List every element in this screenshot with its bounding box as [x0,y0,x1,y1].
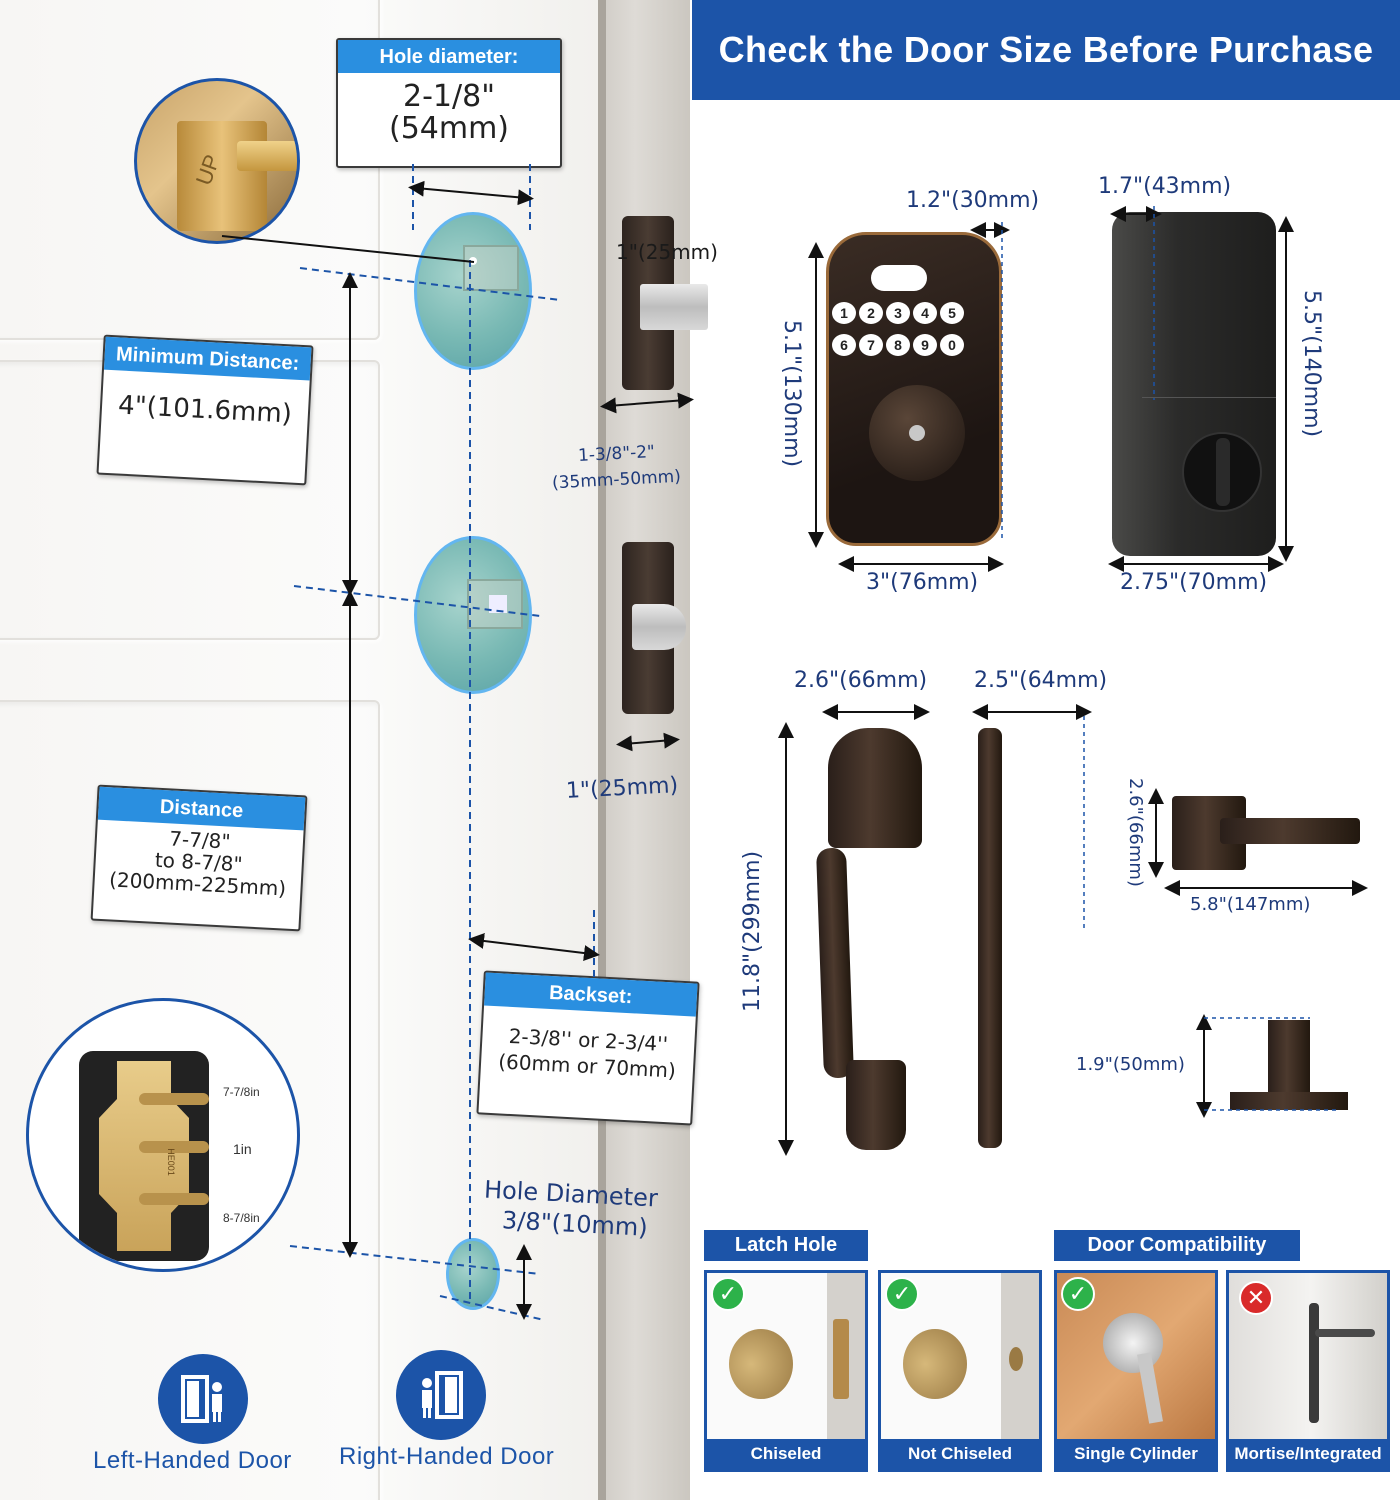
latch-width-label: 1"(25mm) [616,240,718,264]
door-option-single-cylinder: ✓ Single Cylinder [1054,1270,1218,1472]
backset-caption: Backset: [484,972,698,1017]
lever-length-label: 5.8"(147mm) [1190,894,1311,915]
latch-hole-tab: Latch Hole [704,1230,868,1261]
left-handed-door-icon [158,1354,248,1444]
handleset-front-width-label: 2.6"(66mm) [794,668,928,693]
distance-caption: Distance [97,786,306,831]
deadbolt-width-label: 3"(76mm) [866,570,979,595]
door-thickness-label-line1: 1-3/8"-2" [577,442,656,466]
door-option-mortise-integrated: ✕ Mortise/Integrated [1226,1270,1390,1472]
latch-option-not-chiseled: ✓ Not Chiseled [878,1270,1042,1472]
keypad-deadbolt-front [826,232,1002,546]
page-title: Check the Door Size Before Purchase [718,29,1374,70]
handleset-front-plate-top [828,728,922,848]
keypad-key-9: 9 [913,334,937,356]
door-edge-shadow [598,0,606,1500]
keypad-key-7: 7 [859,334,883,356]
cross-bore-hole-top [414,212,532,370]
deadbolt-bolt [640,284,708,330]
keypad-key-6: 6 [832,334,856,356]
chiseled-label: Chiseled [707,1439,865,1469]
backset-card: Backset: 2-3/8'' or 2-3/4'' (60mm or 70m… [476,970,700,1126]
distance-card: Distance 7-7/8" to 8-7/8" (200mm-225mm) [90,784,308,932]
handleset-side-width-label: 2.5"(64mm) [974,668,1108,693]
minimum-distance-caption: Minimum Distance: [103,336,312,381]
right-handed-door-label: Right-Handed Door [339,1443,555,1470]
minimum-distance-card: Minimum Distance: 4"(101.6mm) [96,334,314,486]
door-compatibility-tab: Door Compatibility [1054,1230,1300,1261]
cross-bore-hole-bottom [414,536,532,694]
door-panel-bottom [0,700,380,1500]
keypad-key-0: 0 [940,334,964,356]
not-chiseled-check-icon: ✓ [885,1277,919,1311]
lever-projection-label: 1.9"(50mm) [1076,1054,1185,1075]
passage-latch-bolt [632,604,686,650]
lever-side-base [1230,1092,1348,1110]
small-hole [446,1238,500,1310]
handleset-height-label: 11.8"(299mm) [740,850,765,1012]
latch-up-detail: UP [134,78,300,244]
not-chiseled-label: Not Chiseled [881,1439,1039,1469]
latch-option-chiseled: ✓ Chiseled [704,1270,868,1472]
hole-diameter-card: Hole diameter: 2-1/8" (54mm) [336,38,562,168]
keypad-key-3: 3 [886,302,910,324]
keypad-key-4: 4 [913,302,937,324]
single-cylinder-check-icon: ✓ [1061,1277,1095,1311]
interior-depth-label: 1.7"(43mm) [1098,174,1232,199]
minimum-distance-value: 4"(101.6mm) [117,390,293,430]
deadbolt-depth-label: 1.2"(30mm) [906,188,1040,213]
left-handed-door-label: Left-Handed Door [93,1447,292,1474]
keypad-key-2: 2 [859,302,883,324]
deadbolt-height-label: 5.1"(130mm) [779,320,804,468]
lever-height-label: 2.6"(66mm) [1125,778,1146,887]
hole-diameter-value-metric: (54mm) [388,111,510,146]
strike-top-label: 7-7/8in [223,1085,260,1099]
strike-middle-label: 1in [233,1141,252,1157]
mortise-cross-icon: ✕ [1239,1281,1273,1315]
keypad-key-5: 5 [940,302,964,324]
interior-unit [1112,212,1276,556]
page-header: Check the Door Size Before Purchase [692,0,1400,100]
mortise-integrated-label: Mortise/Integrated [1229,1439,1387,1469]
hole-diameter-value-imperial: 2-1/8" [403,79,495,114]
right-handed-door-icon [396,1350,486,1440]
handleset-side-plate [978,728,1002,1148]
hole-diameter-caption: Hole diameter: [338,40,560,73]
chiseled-check-icon: ✓ [711,1277,745,1311]
strike-bottom-label: 8-7/8in [223,1211,260,1225]
strike-code: HE001 [165,1148,176,1176]
lever-arm [1220,818,1360,844]
lever-side-stem [1268,1020,1310,1092]
single-cylinder-label: Single Cylinder [1057,1439,1215,1469]
door-illustration [0,0,600,1500]
keypad-key-8: 8 [886,334,910,356]
handleset-front-plate-bottom [846,1060,906,1150]
interior-height-label: 5.5"(140mm) [1299,290,1324,438]
strike-plate-detail: HE001 7-7/8in 1in 8-7/8in [26,998,300,1272]
keypad-key-1: 1 [832,302,856,324]
interior-width-label: 2.75"(70mm) [1120,570,1268,595]
